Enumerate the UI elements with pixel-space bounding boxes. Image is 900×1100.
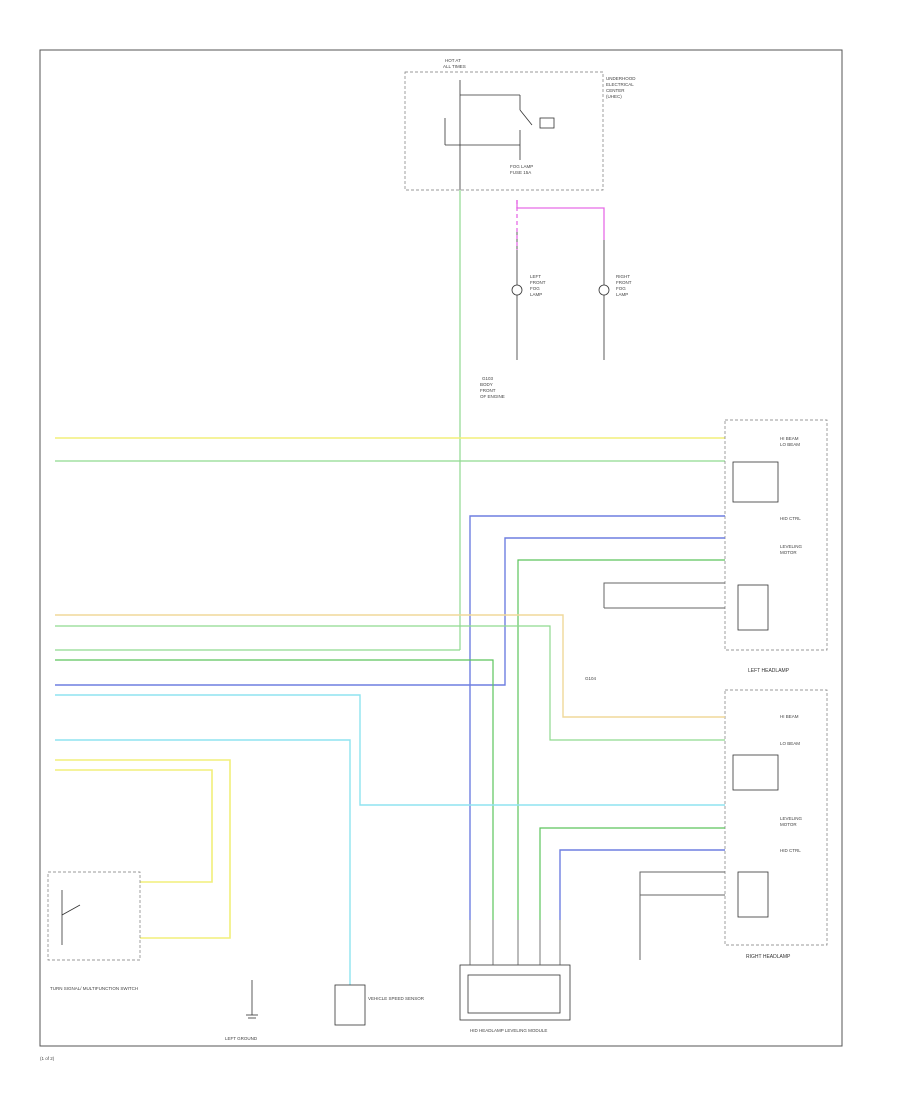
svg-text:HID CTRL: HID CTRL [780,516,801,521]
yellow-switch-wire-2 [55,769,213,883]
svg-text:FUSE 15A: FUSE 15A [510,170,531,175]
svg-text:ELECTRICAL: ELECTRICAL [606,82,634,87]
svg-text:FRONT: FRONT [616,280,632,285]
svg-text:FOG: FOG [530,286,540,291]
left-ground-label: G104 [585,676,597,681]
svg-text:G103: G103 [482,376,494,381]
left-ground-wire [603,582,725,609]
svg-text:HOT AT: HOT AT [445,58,461,63]
svg-text:OF ENGINE: OF ENGINE [480,394,505,399]
right-green-wire [539,827,725,920]
left-green-wire-3 [517,559,725,920]
svg-text:FOG: FOG [616,286,626,291]
svg-text:HI BEAM: HI BEAM [780,714,799,719]
yellow-switch-wire-1 [55,759,231,939]
left-headlamp-label: LEFT HEADLAMP [748,668,790,674]
svg-text:MOTOR: MOTOR [780,550,797,555]
right-ground-wire [639,871,725,960]
svg-text:RIGHT: RIGHT [616,274,630,279]
right-blue-wire [559,849,725,920]
svg-text:HID CTRL: HID CTRL [780,848,801,853]
svg-text:(UHEC): (UHEC) [606,94,622,99]
svg-text:HI BEAM: HI BEAM [780,436,799,441]
svg-text:UNDERHOOD: UNDERHOOD [606,76,636,81]
svg-text:FOG LAMP: FOG LAMP [510,164,533,169]
left-hid-blue-wire [469,515,725,920]
right-headlamp-block: HI BEAM LO BEAM LEVELING MOTOR HID CTRL [724,689,828,946]
left-fog-lamp: LEFT FRONT FOG LAMP G103 BODY FRONT OF E… [480,230,546,399]
vehicle-speed-sensor: VEHICLE SPEED SENSOR [334,984,425,1026]
svg-text:ALL TIMES: ALL TIMES [443,64,466,69]
svg-text:FRONT: FRONT [480,388,496,393]
module-connectors [469,920,561,965]
svg-text:TURN SIGNAL/ MULTIFUNCTION SWI: TURN SIGNAL/ MULTIFUNCTION SWITCH [50,986,138,991]
svg-text:LAMP: LAMP [530,292,542,297]
svg-text:BODY: BODY [480,382,493,387]
left-headlamp-block: HI BEAM LO BEAM HID CTRL LEVELING MOTOR [724,419,828,651]
fog-feed-wire [516,200,605,240]
svg-text:LEVELING: LEVELING [780,544,803,549]
svg-text:LAMP: LAMP [616,292,628,297]
tan-wire [55,614,725,718]
green-module-wire [55,659,494,920]
turn-signal-switch: TURN SIGNAL/ MULTIFUNCTION SWITCH [47,871,141,991]
svg-text:LO BEAM: LO BEAM [780,442,800,447]
svg-text:FRONT: FRONT [530,280,546,285]
hid-module [459,964,571,1021]
diagram-border [39,49,843,1047]
svg-text:LEVELING: LEVELING [780,816,803,821]
svg-text:MOTOR: MOTOR [780,822,797,827]
svg-text:VEHICLE SPEED SENSOR: VEHICLE SPEED SENSOR [368,996,425,1001]
light-blue-sensor-wire [55,739,351,985]
svg-text:LO BEAM: LO BEAM [780,741,800,746]
svg-text:CENTER: CENTER [606,88,625,93]
right-headlamp-label: RIGHT HEADLAMP [746,954,791,960]
left-blue-wire-2 [55,537,725,686]
svg-text:LEFT GROUND: LEFT GROUND [225,1036,258,1041]
fuse-relay-block: HOT AT ALL TIMES UNDERHOOD ELECTRICAL CE… [404,58,636,230]
green-wire-right [55,625,725,741]
svg-text:LEFT: LEFT [530,274,541,279]
module-label: HID HEADLAMP LEVELING MODULE [470,1028,547,1033]
right-fog-lamp: RIGHT FRONT FOG LAMP [598,230,632,360]
left-ground: LEFT GROUND [225,980,258,1041]
footer-code: (1 of 2) [40,1056,55,1061]
light-blue-wire [55,694,725,806]
